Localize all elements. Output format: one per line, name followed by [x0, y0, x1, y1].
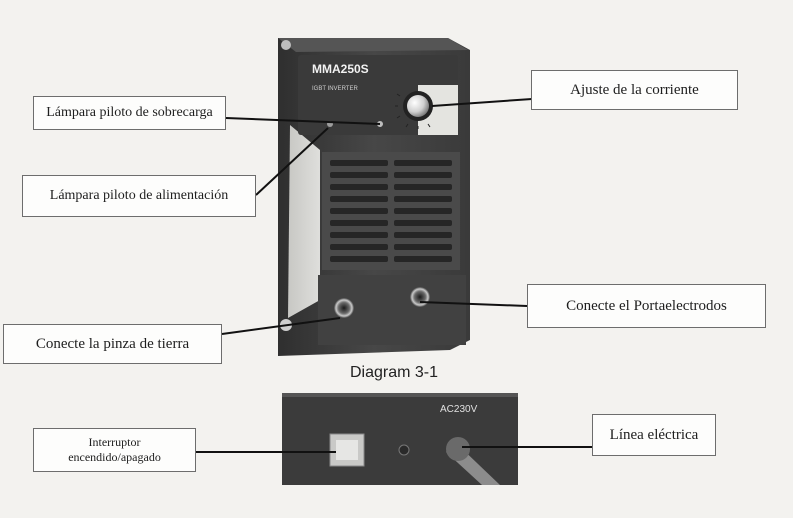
- electrode-holder-socket[interactable]: [410, 287, 430, 307]
- ground-clamp-socket[interactable]: [334, 298, 354, 318]
- power-switch-text-2: encendido/apagado: [68, 450, 161, 464]
- rear-fuse: [398, 444, 410, 456]
- power-lamp-text: Lámpara piloto de alimentación: [49, 188, 229, 203]
- power-lamp-label: Lámpara piloto de alimentación: [22, 175, 256, 217]
- leader-overload: [225, 117, 381, 125]
- current-adjust-text: Ajuste de la corriente: [570, 81, 699, 98]
- cable-gland: [446, 437, 470, 461]
- rear-panel-edge: [282, 393, 518, 397]
- welder-unit: MMA250S IGBT INVERTER: [278, 38, 470, 356]
- power-line-label: Línea eléctrica: [592, 414, 716, 456]
- side-panel: [288, 125, 320, 318]
- ground-clamp-text: Conecte la pinza de tierra: [35, 335, 190, 352]
- welder-top: [278, 38, 468, 52]
- vent-slot: [330, 172, 388, 178]
- rear-panel: AC230V: [282, 393, 518, 485]
- power-switch-label: Interruptor encendido/apagado: [33, 428, 196, 472]
- leader-lines: [196, 98, 592, 453]
- vent-slot: [394, 256, 452, 262]
- model-subtext: IGBT INVERTER: [312, 86, 358, 92]
- power-rating-text: AC230V: [440, 404, 478, 415]
- vent-slot: [394, 208, 452, 214]
- top-foot: [281, 40, 291, 50]
- vent-slot: [330, 160, 388, 166]
- vent-slot: [330, 196, 388, 202]
- knob-scale: [395, 93, 431, 129]
- overload-lamp-text: Lámpara piloto de sobrecarga: [46, 105, 213, 120]
- electrode-holder-label: Conecte el Portaelectrodos: [527, 284, 766, 328]
- ground-clamp-label: Conecte la pinza de tierra: [3, 324, 222, 364]
- leader-power-lamp: [255, 127, 329, 196]
- overload-lamp-label: Lámpara piloto de sobrecarga: [33, 96, 226, 130]
- vent-slot: [394, 184, 452, 190]
- power-line-text: Línea eléctrica: [609, 426, 699, 443]
- current-adjust-label: Ajuste de la corriente: [531, 70, 738, 110]
- power-switch-rocker[interactable]: [336, 440, 358, 460]
- vent-slot: [394, 232, 452, 238]
- leader-ground: [221, 317, 341, 335]
- vent-slot: [394, 244, 452, 250]
- vent-slot: [330, 232, 388, 238]
- vent-slots: [330, 160, 452, 262]
- diagram-caption: Diagram 3-1: [350, 364, 439, 381]
- model-text: MMA250S: [312, 62, 369, 76]
- vent-slot: [330, 184, 388, 190]
- vent-slot: [330, 220, 388, 226]
- vent-slot: [394, 220, 452, 226]
- current-knob[interactable]: [407, 95, 429, 117]
- vent-slot: [394, 196, 452, 202]
- vent-slot: [394, 160, 452, 166]
- leader-electrode: [419, 301, 528, 307]
- vent-slot: [330, 244, 388, 250]
- vent-slot: [330, 256, 388, 262]
- vent-slot: [330, 208, 388, 214]
- power-switch-text-1: Interruptor: [88, 435, 141, 449]
- leader-current: [431, 98, 533, 107]
- vent-slot: [394, 172, 452, 178]
- electrode-holder-text: Conecte el Portaelectrodos: [566, 297, 727, 314]
